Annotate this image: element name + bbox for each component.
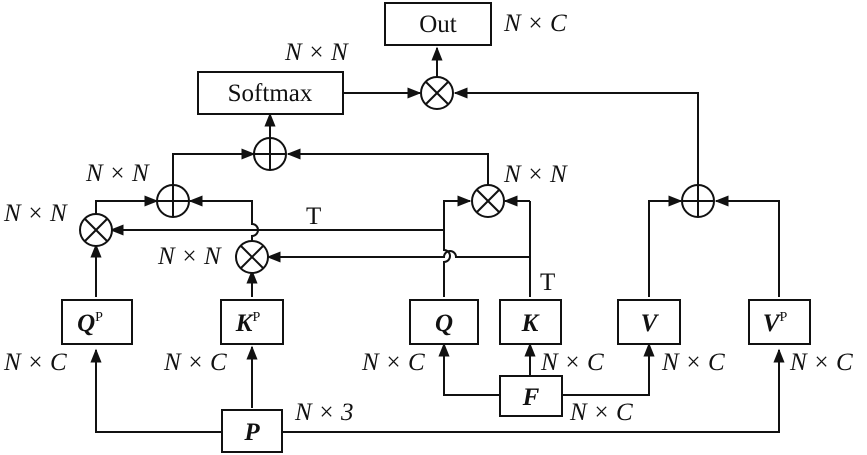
node-k-pos: KP bbox=[220, 299, 284, 345]
multiply-icon-out bbox=[420, 76, 454, 110]
node-q: Q bbox=[409, 299, 479, 345]
multiply-icon-qpos bbox=[79, 213, 113, 247]
transpose-pos-label: T bbox=[306, 203, 321, 230]
f-label: F bbox=[522, 384, 540, 411]
mul-kpos-dim-label: N × N bbox=[157, 243, 222, 270]
edge-f-to-v bbox=[561, 342, 655, 396]
edge-q-to-mul3 bbox=[443, 195, 472, 230]
node-v: V bbox=[617, 299, 681, 345]
f-dim-label: N × C bbox=[569, 399, 633, 426]
connectors bbox=[90, 46, 785, 433]
k-pos-sup: P bbox=[252, 310, 260, 325]
edge-mul3-to-add2 bbox=[286, 148, 489, 185]
node-out: Out bbox=[384, 2, 492, 46]
multiply-icon-kpos bbox=[235, 240, 269, 274]
v-dim-label: N × C bbox=[661, 349, 725, 376]
out-dim-label: N × C bbox=[503, 10, 567, 37]
q-label: Q bbox=[435, 310, 453, 337]
out-label: Out bbox=[419, 11, 457, 38]
k-label: K bbox=[521, 310, 541, 337]
node-q-pos: QP bbox=[61, 299, 133, 345]
node-softmax: Softmax bbox=[197, 71, 344, 115]
vpos-dim-label: N × C bbox=[789, 349, 853, 376]
q-pos-label: QP bbox=[77, 310, 103, 337]
node-f: F bbox=[499, 375, 563, 417]
edge-vpos-to-add3 bbox=[714, 195, 780, 297]
edge-q-up bbox=[443, 230, 451, 297]
edge-p-to-qpos bbox=[90, 348, 222, 433]
add-left-dim-label: N × N bbox=[85, 160, 150, 187]
add-icon-softmax-input bbox=[253, 137, 287, 171]
edge-v-to-add3 bbox=[648, 195, 683, 297]
edge-k-to-mul2 bbox=[266, 250, 530, 263]
p-dim-label: N × 3 bbox=[294, 399, 354, 426]
q-dim-label: N × C bbox=[361, 349, 425, 376]
k-pos-base: K bbox=[235, 310, 255, 337]
node-p: P bbox=[221, 409, 283, 453]
v-pos-sup: P bbox=[779, 310, 787, 325]
v-pos-label: VP bbox=[763, 310, 788, 337]
kpos-dim-label: N × C bbox=[163, 349, 227, 376]
softmax-label: Softmax bbox=[228, 80, 313, 107]
edge-add1-to-add2 bbox=[172, 148, 256, 185]
q-pos-base: Q bbox=[77, 310, 95, 337]
k-dim-label: N × C bbox=[540, 349, 604, 376]
edge-mul2-to-add1 bbox=[188, 195, 259, 241]
v-pos-base: V bbox=[763, 310, 782, 337]
add-icon-left bbox=[156, 184, 190, 218]
mul-qk-dim-label: N × N bbox=[503, 161, 568, 188]
edge-p-to-vpos bbox=[282, 348, 785, 433]
qpos-dim-label: N × C bbox=[3, 349, 67, 376]
edge-add3-to-mulout bbox=[453, 87, 699, 185]
edge-mul1-to-add1 bbox=[95, 195, 159, 215]
mul-qpos-dim-label: N × N bbox=[3, 200, 68, 227]
node-v-pos: VP bbox=[748, 299, 811, 345]
edge-f-to-q bbox=[438, 342, 501, 396]
softmax-dim-label: N × N bbox=[284, 39, 349, 66]
transpose-k-label: T bbox=[540, 269, 555, 296]
node-k: K bbox=[499, 299, 562, 345]
p-label: P bbox=[243, 419, 260, 446]
q-pos-sup: P bbox=[95, 310, 103, 325]
multiply-icon-qk bbox=[471, 184, 505, 218]
v-label: V bbox=[641, 310, 660, 337]
add-icon-value bbox=[681, 184, 715, 218]
k-pos-label: KP bbox=[235, 310, 261, 337]
